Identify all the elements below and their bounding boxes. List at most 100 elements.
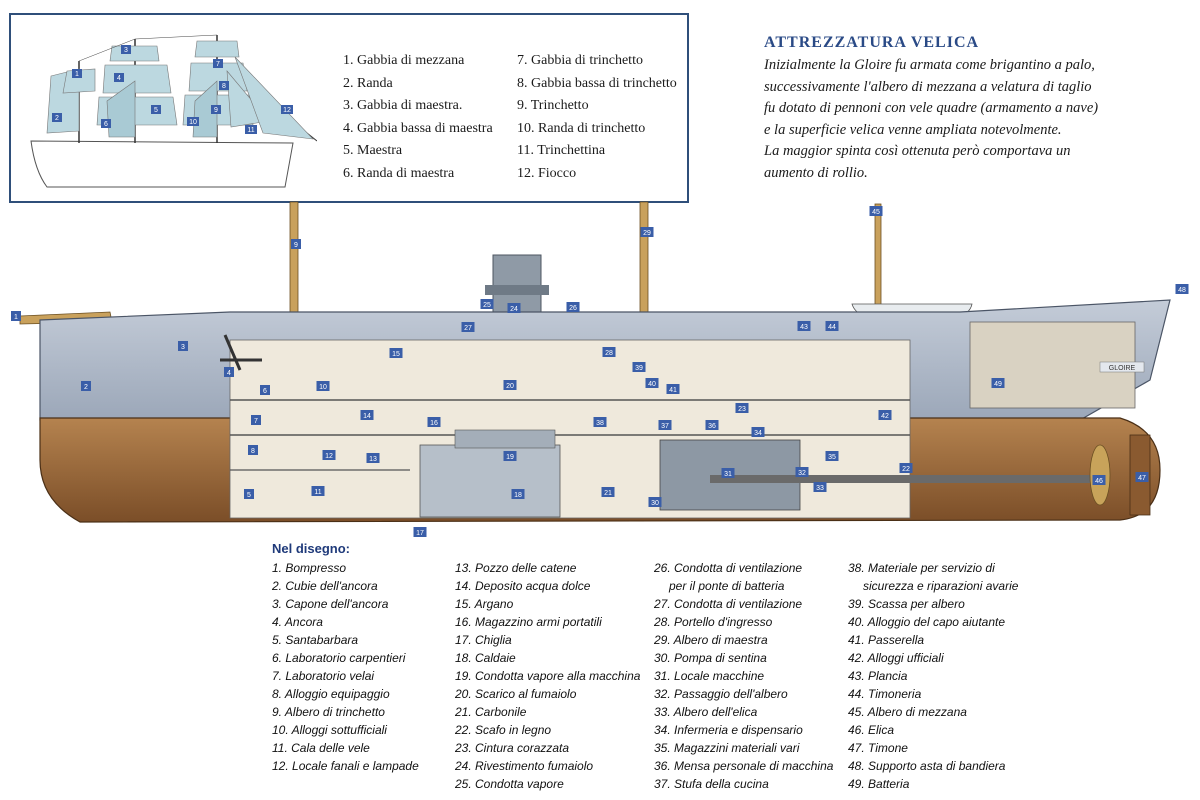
legend-item: 28. Portello d'ingresso (654, 615, 773, 629)
svg-text:36: 36 (708, 423, 716, 430)
svg-text:1: 1 (75, 71, 79, 78)
svg-text:13: 13 (369, 456, 377, 463)
sail-legend-item: 6. Randa di maestra (343, 165, 455, 181)
drawing-legend-col-1: 1. Bompresso 2. Cubie dell'ancora 3. Cap… (272, 559, 419, 775)
svg-text:12: 12 (325, 453, 333, 460)
svg-text:26: 26 (569, 305, 577, 312)
ship-marker: 16 (427, 417, 441, 427)
legend-item: 23. Cintura corazzata (455, 741, 570, 755)
legend-item: 27. Condotta di ventilazione (654, 597, 803, 611)
legend-item: 35. Magazzini materiali vari (654, 741, 800, 755)
sail-marker: 12 (281, 105, 293, 114)
svg-text:1: 1 (14, 314, 18, 321)
ship-marker: 44 (825, 321, 839, 331)
sail-marker: 2 (52, 113, 62, 122)
svg-text:11: 11 (314, 489, 321, 496)
svg-text:9: 9 (214, 107, 218, 114)
ship-marker: 12 (322, 450, 336, 460)
rigging-line: successivamente l'albero di mezzana a ve… (764, 78, 1092, 95)
sail-marker: 11 (245, 125, 257, 134)
ship-marker: 8 (248, 445, 258, 455)
legend-item: 6. Laboratorio carpentieri (272, 651, 406, 665)
svg-text:24: 24 (510, 306, 518, 313)
sail-plan-diagram: 1 2 3 4 5 6 7 8 9 10 11 12 (30, 34, 317, 188)
rigging-line: fu dotato di pennoni con vele quadre (ar… (764, 100, 1099, 116)
legend-item: 43. Plancia (848, 669, 908, 683)
sail-marker: 8 (219, 81, 229, 90)
legend-item: 16. Magazzino armi portatili (455, 615, 602, 629)
interior-cutaway (229, 339, 911, 519)
ship-marker: 5 (244, 489, 254, 499)
svg-text:9: 9 (294, 242, 298, 249)
svg-text:18: 18 (514, 492, 522, 499)
sail-legend-item: 1. Gabbia di mezzana (343, 53, 465, 68)
sail-plan-hull (30, 140, 294, 188)
svg-text:12: 12 (283, 107, 291, 114)
legend-item: 41. Passerella (848, 633, 925, 647)
sail-legend-item: 12. Fiocco (517, 165, 577, 181)
sail-marker: 4 (114, 73, 124, 82)
svg-text:4: 4 (227, 370, 231, 377)
rigging-line: Inizialmente la Gloire fu armata come br… (764, 57, 1095, 73)
svg-text:32: 32 (798, 470, 806, 477)
legend-item: 39. Scassa per albero (848, 597, 965, 611)
ship-marker: 29 (640, 227, 654, 237)
sail-plan-stay (134, 34, 218, 40)
legend-item: 21. Carbonile (455, 705, 527, 719)
ship-marker: 35 (825, 451, 839, 461)
legend-item: 30. Pompa di sentina (654, 651, 767, 665)
svg-text:4: 4 (117, 75, 121, 82)
sail-gabbia-trinchetto (194, 40, 240, 58)
legend-item: 24. Rivestimento fumaiolo (455, 759, 594, 773)
svg-text:7: 7 (216, 61, 220, 68)
legend-item: 46. Elica (848, 723, 895, 737)
ship-marker: 40 (645, 378, 659, 388)
legend-item: 3. Capone dell'ancora (272, 597, 389, 611)
legend-item: 47. Timone (848, 741, 908, 755)
legend-item: 44. Timoneria (848, 687, 922, 701)
ship-marker: 14 (360, 410, 374, 420)
legend-item: 9. Albero di trinchetto (272, 705, 385, 719)
svg-text:47: 47 (1138, 475, 1146, 482)
svg-text:28: 28 (605, 350, 613, 357)
legend-item: 13. Pozzo delle catene (455, 561, 577, 575)
svg-text:2: 2 (84, 384, 88, 391)
legend-item: 1. Bompresso (272, 561, 347, 575)
ship-marker: 25 (480, 299, 494, 309)
legend-item-continuation: per il ponte di batteria (669, 579, 785, 593)
svg-text:10: 10 (189, 119, 197, 126)
sail-legend-item: 4. Gabbia bassa di maestra (343, 120, 493, 136)
legend-item: 20. Scarico al fumaiolo (455, 687, 577, 701)
legend-item: 33. Albero dell'elica (654, 705, 758, 719)
sail-legend-col-2: 7. Gabbia di trinchetto 8. Gabbia bassa … (517, 50, 677, 186)
ship-marker: 45 (869, 206, 883, 216)
drawing-legend-col-4: 38. Materiale per servizio di sicurezza … (848, 559, 1018, 793)
svg-text:37: 37 (661, 423, 669, 430)
legend-item: 37. Stufa della cucina (654, 777, 769, 791)
svg-text:7: 7 (254, 418, 258, 425)
boilers (419, 444, 561, 518)
legend-item: 12. Locale fanali e lampade (272, 759, 419, 773)
svg-text:8: 8 (251, 448, 255, 455)
svg-text:48: 48 (1178, 287, 1186, 294)
legend-item: 25. Condotta vapore (455, 777, 564, 791)
rigging-description: Inizialmente la Gloire fu armata come br… (764, 55, 1184, 184)
svg-text:6: 6 (104, 121, 108, 128)
legend-item: 18. Caldaie (455, 651, 516, 665)
legend-item: 17. Chiglia (455, 633, 512, 647)
ship-marker: 46 (1092, 475, 1106, 485)
steam-drum (454, 429, 556, 449)
legend-item: 36. Mensa personale di macchina (654, 759, 834, 773)
sail-gabbia-mezzana (62, 68, 96, 94)
ship-marker: 28 (602, 347, 616, 357)
legend-item: 38. Materiale per servizio di (848, 561, 995, 575)
sail-legend-item: 10. Randa di trinchetto (517, 120, 646, 136)
sail-plan-inset: 1 2 3 4 5 6 7 8 9 10 11 12 1. Gabbia di … (9, 13, 689, 203)
svg-text:3: 3 (124, 47, 128, 54)
ship-marker: 2 (81, 381, 91, 391)
ship-marker: 17 (413, 527, 427, 537)
ship-marker: 15 (389, 348, 403, 358)
svg-text:35: 35 (828, 454, 836, 461)
svg-text:17: 17 (416, 530, 424, 537)
